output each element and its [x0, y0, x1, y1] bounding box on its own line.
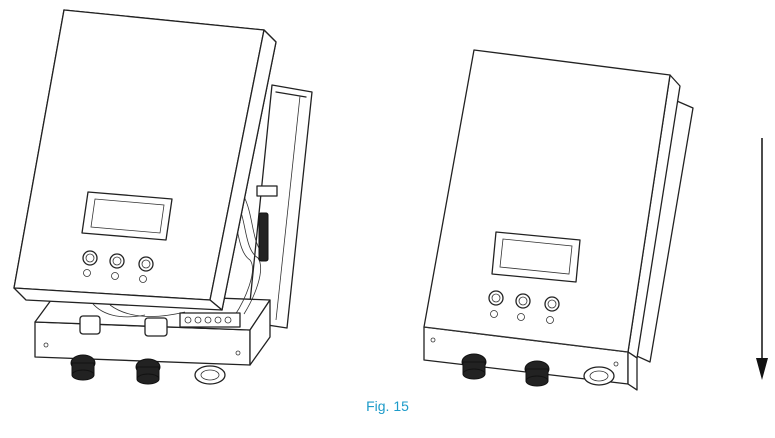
inverter-open-unit: [13, 9, 313, 385]
terminal-wiring: [79, 185, 278, 337]
button-left: [82, 250, 98, 266]
cable-glands: [70, 354, 226, 385]
figure-caption: Fig. 15: [366, 398, 409, 414]
inverter-closed-unit: [423, 49, 694, 391]
cable-glands-closed: [461, 353, 615, 387]
rear-housing: [247, 84, 313, 329]
button-left-closed: [488, 290, 504, 306]
button-middle: [109, 253, 125, 269]
front-cover: [13, 9, 277, 311]
button-middle-closed: [515, 293, 531, 309]
button-right-closed: [544, 296, 560, 312]
button-right: [138, 256, 154, 272]
down-arrow-icon: [756, 138, 768, 380]
